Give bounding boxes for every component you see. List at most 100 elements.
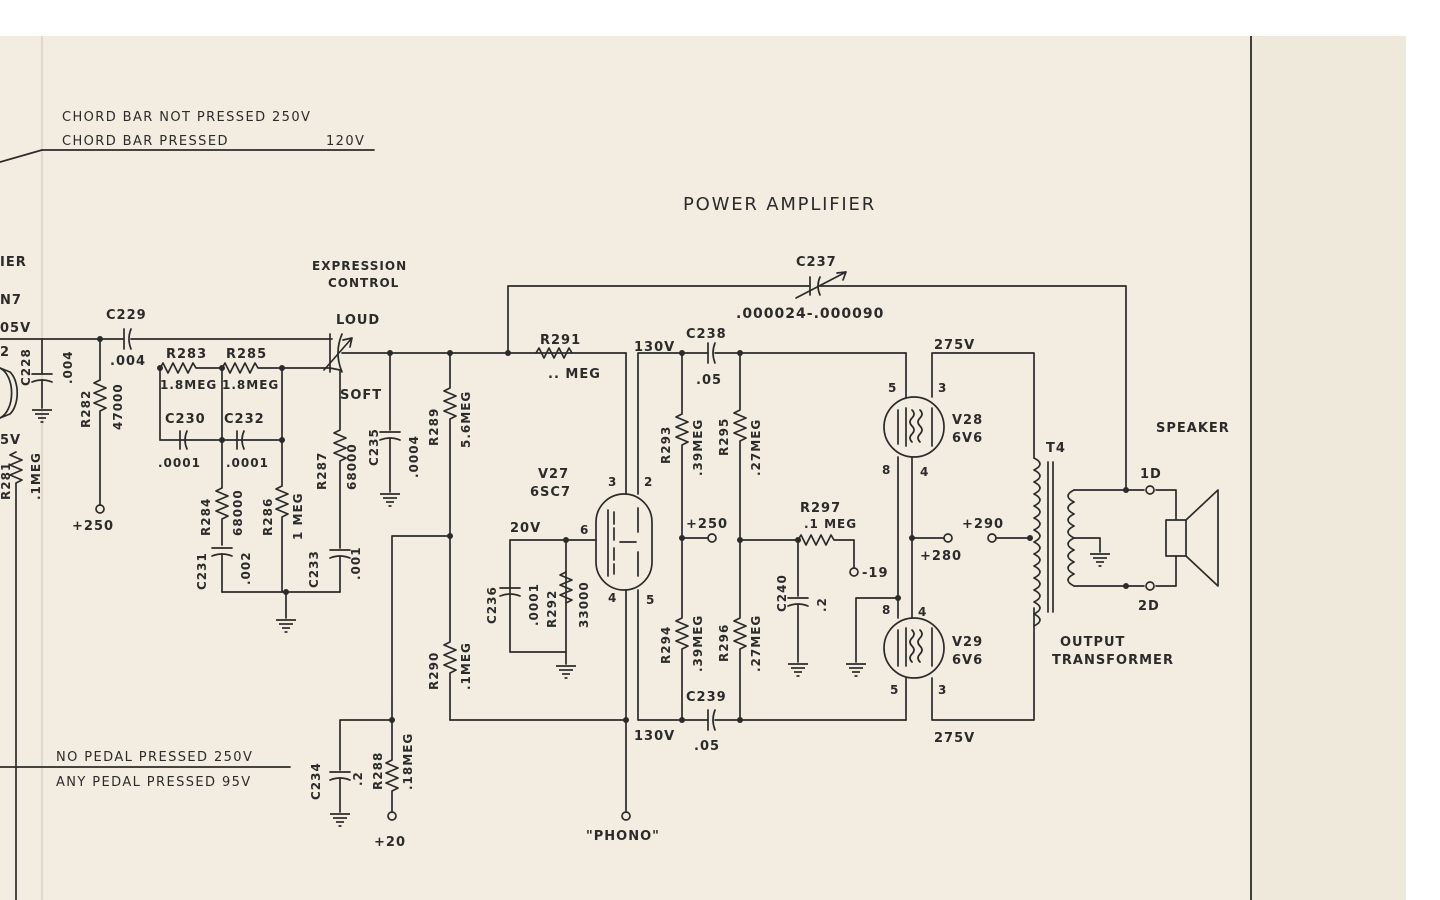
voltage-plus280: +280: [920, 549, 962, 564]
junction-dot: [1123, 583, 1129, 589]
v29-pin-4: 4: [918, 605, 927, 619]
voltage-275v-top: 275V: [934, 338, 975, 353]
c229-label: C229: [106, 308, 147, 323]
v27-pin-2: 2: [644, 475, 653, 489]
r285-label: R285: [226, 347, 267, 362]
c234-label: C234: [309, 762, 323, 800]
c238-value: .05: [696, 373, 722, 388]
r296-value: .27MEG: [749, 615, 763, 672]
r282-label: R282: [79, 390, 93, 428]
r293-value: .39MEG: [691, 419, 705, 476]
junction-dot: [563, 537, 569, 543]
c235-label: C235: [367, 428, 381, 466]
v27-tube-envelope: [595, 493, 653, 591]
expression-label-line2: CONTROL: [328, 276, 399, 290]
c236-label: C236: [485, 586, 499, 624]
note-chord-pressed: CHORD BAR PRESSED: [62, 134, 229, 149]
junction-dot: [97, 336, 103, 342]
r281-label: R281: [0, 462, 13, 500]
c232-plate-b: [241, 430, 245, 450]
r287-label: R287: [315, 452, 329, 490]
diagram-title: POWER AMPLIFIER: [683, 194, 876, 215]
c231-value: .002: [239, 551, 253, 585]
r295-value: .27MEG: [749, 419, 763, 476]
c230-label: C230: [165, 412, 206, 427]
r290-label: R290: [427, 652, 441, 690]
speaker-label: SPEAKER: [1156, 421, 1230, 436]
junction-dot: [895, 595, 901, 601]
voltage-275v-bottom: 275V: [934, 731, 975, 746]
junction-dot: [737, 350, 743, 356]
c236-r292-wire: [509, 539, 597, 653]
output-transformer-label-line2: TRANSFORMER: [1052, 653, 1174, 668]
feedback-wire: [507, 285, 1127, 489]
c239-plate-b: [712, 709, 716, 731]
r292-label: R292: [545, 590, 559, 628]
chord-note-lead: [0, 149, 43, 163]
left-fragment-05v: 05V: [0, 321, 31, 336]
r290-value: .1MEG: [459, 642, 473, 690]
v28-pin-4: 4: [920, 465, 929, 479]
c236-plate-b: [499, 593, 521, 597]
r290-zigzag: [443, 535, 457, 721]
speaker-terminal-2d-label: 2D: [1138, 599, 1160, 614]
r289-label: R289: [427, 408, 441, 446]
c235-value: .0004: [407, 435, 421, 478]
r281-zigzag: [9, 451, 23, 900]
r294-value: .39MEG: [691, 615, 705, 672]
voltage-plus20: +20: [374, 835, 406, 850]
junction-dot: [795, 537, 801, 543]
c231-label: C231: [195, 552, 209, 590]
left-tube-arc-lead: [0, 367, 19, 419]
paper-right-strip: [1252, 36, 1406, 900]
left-fragment-ier: IER: [0, 255, 27, 270]
v27-label: V27: [538, 467, 569, 482]
v28-plate-lead: [931, 352, 1035, 459]
r295-zigzag: [733, 352, 747, 541]
minus19-terminal: [849, 567, 859, 577]
r291-zigzag: [535, 347, 573, 359]
voltage-plus250-right: +250: [686, 517, 728, 532]
v27-tube-elements-icon: [607, 507, 639, 577]
r288-branch-wire: [391, 535, 451, 705]
c239-label: C239: [686, 690, 727, 705]
junction-dot: [447, 533, 453, 539]
voltage-minus19: -19: [862, 566, 889, 581]
r285-value: 1.8MEG: [222, 378, 279, 392]
v27-pin-6: 6: [580, 523, 589, 537]
r297-bias-wire: [739, 534, 855, 569]
r286-value: 1 MEG: [291, 492, 305, 540]
expression-control-arrow-icon: [323, 337, 353, 371]
phono-label: "PHONO": [586, 829, 660, 844]
c228-label: C228: [19, 348, 33, 386]
r283-value: 1.8MEG: [160, 378, 217, 392]
junction-dot: [447, 350, 453, 356]
r296-zigzag: [733, 539, 747, 721]
c238-label: C238: [686, 327, 727, 342]
plus250-b-terminal: [707, 533, 717, 543]
v29-label: V29: [952, 635, 983, 650]
r295-label: R295: [717, 418, 731, 456]
voltage-130v-top: 130V: [634, 340, 675, 355]
t4-primary-coil-icon: [1033, 457, 1041, 627]
speaker-leads: [1125, 489, 1177, 587]
v28-label: V28: [952, 413, 983, 428]
output-transformer-label-line1: OUTPUT: [1060, 635, 1125, 650]
v27-pin-4: 4: [608, 591, 617, 605]
junction-dot: [279, 365, 285, 371]
c229-value: .004: [110, 354, 146, 369]
c230-value: .0001: [158, 456, 201, 470]
junction-dots: [97, 336, 1129, 723]
r288-label: R288: [371, 752, 385, 790]
r294-label: R294: [659, 626, 673, 664]
r292-zigzag: [559, 571, 573, 604]
junction-dot: [283, 589, 289, 595]
junction-dot: [1123, 487, 1129, 493]
r281-value: .1MEG: [29, 452, 43, 500]
v28-type: 6V6: [952, 431, 983, 446]
c229-plate-b: [128, 328, 132, 350]
v29-tube-elements-icon: [897, 627, 933, 667]
junction-dot: [219, 437, 225, 443]
c234-wire: [339, 719, 393, 771]
